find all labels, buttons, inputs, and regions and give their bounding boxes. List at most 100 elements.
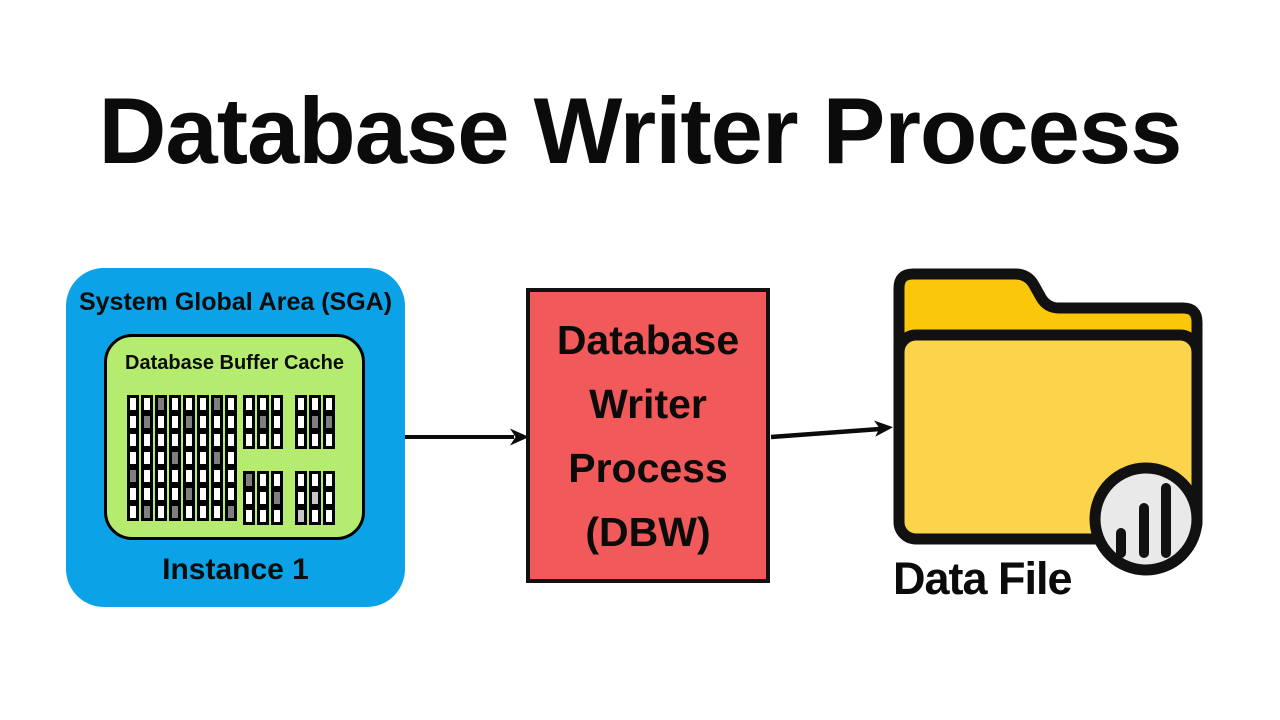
buffer-cell	[257, 489, 269, 507]
sga-title: System Global Area (SGA)	[78, 288, 393, 316]
buffer-cell	[257, 431, 269, 449]
buffer-cell	[243, 471, 255, 489]
buffer-cell	[295, 431, 307, 449]
arrow-dbw-to-datafile-icon	[770, 420, 893, 440]
dbw-box-line: Database	[556, 316, 740, 363]
buffer-cell	[211, 503, 223, 521]
buffer-cell	[169, 485, 181, 503]
buffer-cell	[225, 467, 237, 485]
buffer-cell	[197, 503, 209, 521]
buffer-cell	[225, 413, 237, 431]
buffer-cell	[141, 503, 153, 521]
buffer-cell	[155, 485, 167, 503]
buffer-grid-top-right	[295, 395, 335, 449]
sga-box: System Global Area (SGA) Database Buffer…	[66, 268, 405, 607]
buffer-cell	[197, 431, 209, 449]
dbw-box-line: Process	[568, 444, 728, 491]
buffer-cell	[271, 471, 283, 489]
buffer-cell	[127, 485, 139, 503]
buffer-cell	[169, 413, 181, 431]
buffer-cell	[155, 467, 167, 485]
buffer-cell	[169, 395, 181, 413]
buffer-cell	[141, 431, 153, 449]
buffer-cell	[225, 395, 237, 413]
buffer-cell	[183, 503, 195, 521]
buffer-cell	[225, 485, 237, 503]
buffer-cell	[183, 467, 195, 485]
buffer-grid-top-mid	[243, 395, 283, 449]
buffer-cell	[225, 431, 237, 449]
buffer-cell	[309, 413, 321, 431]
buffer-cell	[127, 413, 139, 431]
buffer-cell	[169, 503, 181, 521]
buffer-cell	[243, 507, 255, 525]
buffer-cell	[169, 467, 181, 485]
buffer-cell	[309, 507, 321, 525]
buffer-cell	[141, 467, 153, 485]
bar-chart-icon	[1089, 462, 1203, 576]
buffer-cell	[257, 507, 269, 525]
instance-label: Instance 1	[162, 553, 309, 586]
buffer-cell	[271, 507, 283, 525]
buffer-cell	[183, 449, 195, 467]
dbw-box-line: (DBW)	[585, 508, 711, 555]
buffer-cell	[183, 413, 195, 431]
buffer-cell	[295, 471, 307, 489]
buffer-cell	[309, 471, 321, 489]
buffer-grid-bottom-mid	[243, 471, 283, 525]
buffer-cell	[271, 413, 283, 431]
buffer-cell	[183, 395, 195, 413]
buffer-cell	[323, 471, 335, 489]
buffer-cell	[183, 431, 195, 449]
buffer-cell	[257, 413, 269, 431]
buffer-cell	[295, 489, 307, 507]
buffer-cache-box: Database Buffer Cache	[104, 334, 365, 540]
buffer-cell	[127, 503, 139, 521]
buffer-cell	[211, 485, 223, 503]
buffer-cell	[155, 413, 167, 431]
buffer-cell	[309, 431, 321, 449]
buffer-cell	[155, 431, 167, 449]
buffer-cell	[183, 485, 195, 503]
buffer-cell	[197, 467, 209, 485]
buffer-cell	[257, 471, 269, 489]
buffer-cache-title: Database Buffer Cache	[125, 352, 344, 374]
buffer-cell	[323, 395, 335, 413]
buffer-cell	[155, 395, 167, 413]
buffer-cell	[169, 449, 181, 467]
buffer-cell	[141, 395, 153, 413]
dbw-process-box: Database Writer Process (DBW)	[526, 288, 770, 583]
buffer-cell	[197, 413, 209, 431]
buffer-cell	[295, 395, 307, 413]
buffer-cell	[323, 489, 335, 507]
buffer-cell	[211, 413, 223, 431]
buffer-cell	[127, 467, 139, 485]
buffer-cell	[309, 489, 321, 507]
buffer-cell	[271, 395, 283, 413]
buffer-cell	[141, 485, 153, 503]
buffer-cell	[323, 507, 335, 525]
buffer-cell	[127, 449, 139, 467]
buffer-cell	[243, 395, 255, 413]
buffer-cell	[211, 395, 223, 413]
buffer-cell	[141, 449, 153, 467]
buffer-cell	[243, 489, 255, 507]
buffer-cell	[309, 395, 321, 413]
buffer-cell	[155, 503, 167, 521]
buffer-cell	[243, 431, 255, 449]
buffer-cell	[243, 413, 255, 431]
buffer-cell	[271, 489, 283, 507]
buffer-cell	[225, 449, 237, 467]
buffer-cell	[127, 395, 139, 413]
arrow-sga-to-dbw-icon	[405, 428, 529, 446]
buffer-cell	[155, 449, 167, 467]
buffer-cell	[225, 503, 237, 521]
buffer-cell	[197, 485, 209, 503]
buffer-cell	[323, 431, 335, 449]
page-title: Database Writer Process	[98, 78, 1183, 183]
buffer-cell	[211, 449, 223, 467]
buffer-cell	[197, 395, 209, 413]
data-file-label: Data File	[893, 553, 1073, 604]
buffer-cell	[271, 431, 283, 449]
